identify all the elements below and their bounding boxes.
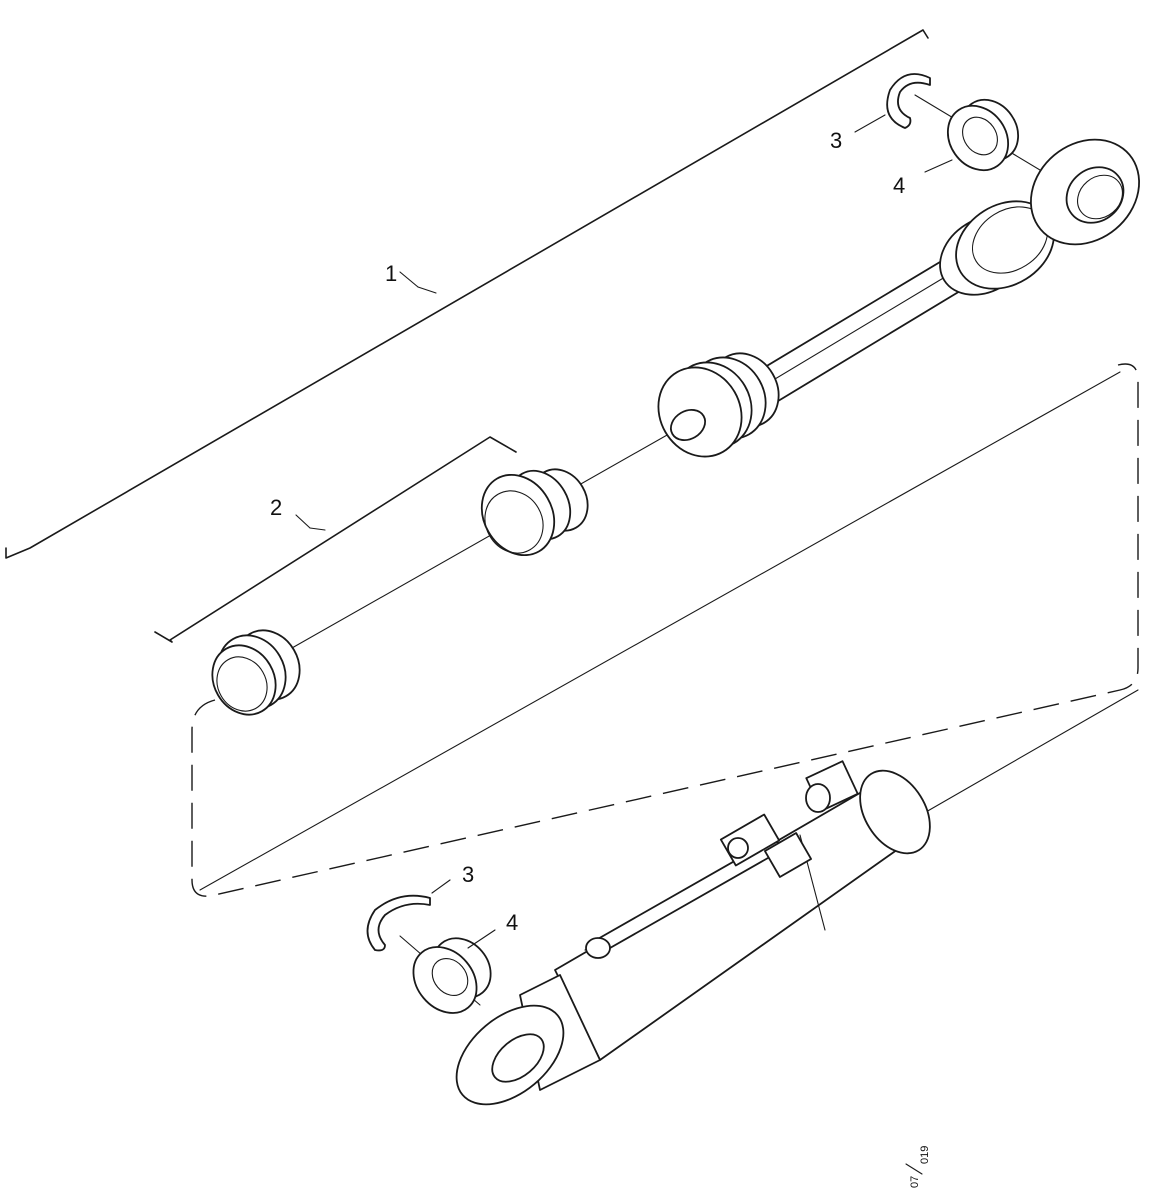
callout-3-bottom: 3 <box>462 862 474 887</box>
seal-ring <box>211 629 301 716</box>
circlip-top <box>886 73 931 129</box>
bracket-group-2 <box>154 436 517 643</box>
piston-rod-with-eye <box>734 138 1140 419</box>
callout-4-top: 4 <box>893 173 905 198</box>
bearing-top <box>946 98 1020 172</box>
bracket-group-1 <box>5 29 929 559</box>
callout-1: 1 <box>385 261 397 286</box>
reference-denominator: 019 <box>919 1146 931 1164</box>
piston <box>657 352 780 458</box>
assembly-dashed-outline <box>191 363 1139 897</box>
callout-leaders <box>431 114 953 949</box>
cylinder-head <box>480 468 589 557</box>
reference-numerator: 07 <box>909 1176 921 1188</box>
cylinder-barrel <box>455 760 931 1106</box>
drawing-reference: 07 019 <box>905 1146 931 1188</box>
callout-4-bottom: 4 <box>506 910 518 935</box>
circlip-bottom <box>366 894 431 952</box>
callout-2: 2 <box>270 495 282 520</box>
callout-3-top: 3 <box>830 128 842 153</box>
bearing-bottom <box>412 937 492 1014</box>
